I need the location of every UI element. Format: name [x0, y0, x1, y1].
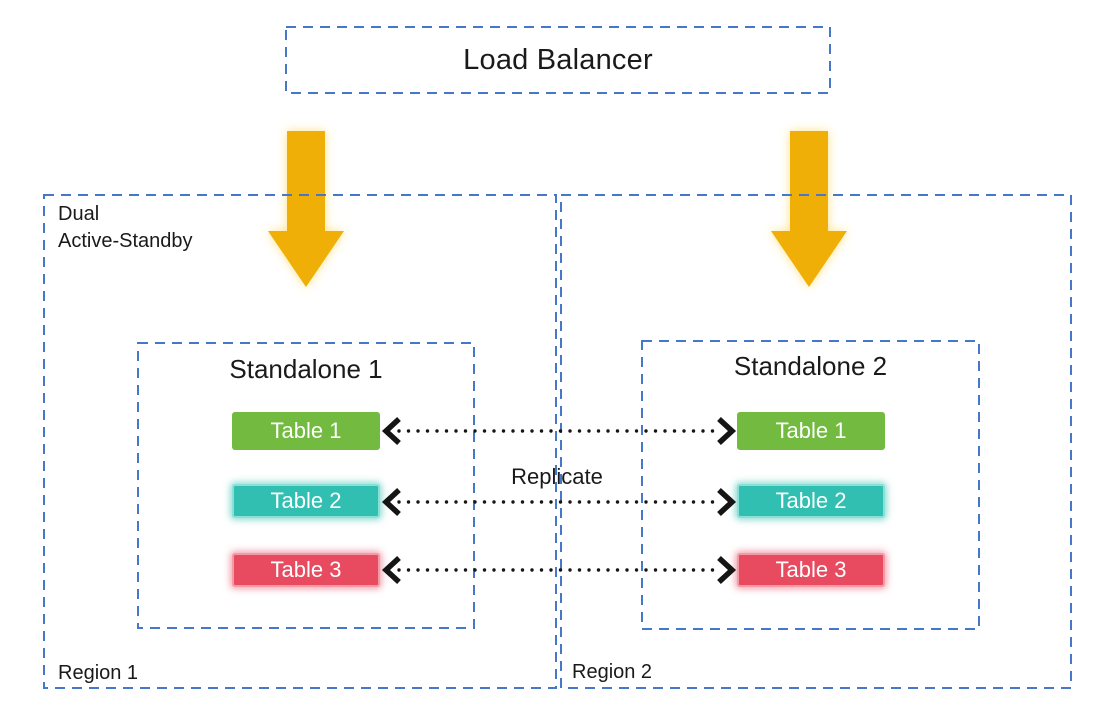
- region-2-box: [560, 194, 1072, 689]
- table-node: Table 1: [737, 412, 885, 450]
- region-2-label: Region 2: [572, 661, 653, 683]
- table-label: Table 3: [270, 557, 342, 582]
- table-node: Table 2: [737, 484, 885, 518]
- table-node: Table 3: [232, 553, 380, 587]
- table-node: Table 3: [737, 553, 885, 587]
- standalone-2-title: Standalone 2: [733, 351, 888, 381]
- replicate-label: Replicate: [511, 464, 603, 489]
- standalone-2-box: [641, 340, 980, 630]
- table-label: Table 2: [270, 488, 342, 513]
- standalone-1-title: Standalone 1: [229, 354, 383, 384]
- table-node: Table 2: [232, 484, 380, 518]
- table-label: Table 3: [775, 557, 847, 582]
- standalone-1-box: [137, 342, 475, 629]
- table-label: Table 2: [775, 488, 847, 513]
- table-label: Table 1: [270, 418, 342, 443]
- load-balancer-box: [285, 26, 831, 94]
- load-balancer-label: Load Balancer: [463, 43, 653, 76]
- table-node: Table 1: [232, 412, 380, 450]
- arrow-down-icon: [769, 131, 849, 289]
- dual-active-standby-line2: Active-Standby: [58, 230, 193, 252]
- replication-arrow-icon: [381, 554, 737, 586]
- arrow-down-icon: [266, 131, 346, 289]
- region-1-label: Region 1: [58, 662, 139, 684]
- region-1-box: [43, 194, 557, 689]
- replication-arrow-icon: [381, 415, 737, 447]
- dual-active-standby-label: Dual Active-Standby: [58, 201, 193, 255]
- replication-arrow-icon: [381, 486, 737, 518]
- table-label: Table 1: [775, 418, 847, 443]
- dual-active-standby-line1: Dual: [58, 203, 100, 225]
